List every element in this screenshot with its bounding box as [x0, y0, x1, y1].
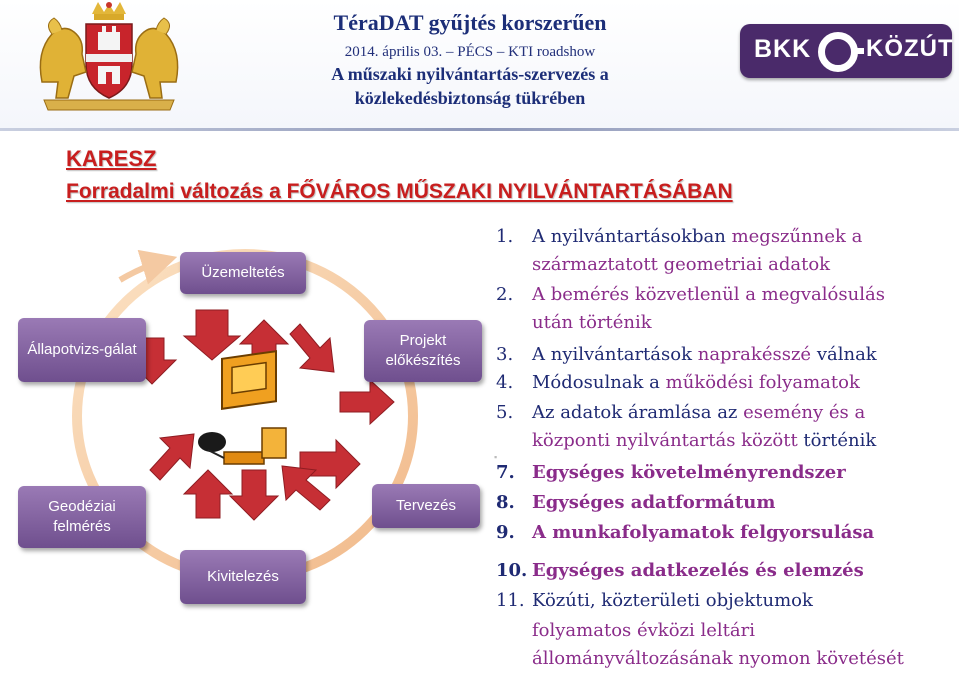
- list-item-line: 9.A munkafolyamatok felgyorsulása: [496, 522, 874, 543]
- list-item-text: A nyilvántartásokban: [532, 226, 732, 247]
- list-item-text: Egységes adatformátum: [532, 492, 775, 513]
- computer-icon: [198, 351, 286, 464]
- list-item-line: folyamatos évközi leltári: [496, 620, 755, 641]
- list-item-number: 1.: [496, 226, 532, 247]
- list-item-line: 4.Módosulnak a működési folyamatok: [496, 372, 860, 393]
- list-item-text: Egységes követelményrendszer: [532, 462, 846, 483]
- list-item-text: származtatott geometriai adatok: [532, 254, 830, 275]
- logo-text-bkk: BKK: [754, 35, 811, 64]
- arrow-down-bottom-icon: [230, 470, 278, 520]
- header-title: TéraDAT gyűjtés korszerűen: [240, 10, 700, 36]
- stage-label: Tervezés: [396, 496, 456, 516]
- red-arrows-group: [128, 310, 394, 520]
- list-item-text: A nyilvántartások: [532, 344, 698, 365]
- list-item-number: 3.: [496, 344, 532, 365]
- list-item-line: 1.A nyilvántartásokban megszűnnek a: [496, 226, 862, 247]
- list-item-line: után történik: [496, 312, 652, 333]
- list-item-text: történik: [798, 430, 877, 451]
- stage-box-tervezes: Tervezés: [372, 484, 480, 528]
- list-item-line: 11.Közúti, közterületi objektumok: [496, 590, 813, 611]
- list-item-line: 10.Egységes adatkezelés és elemzés: [496, 560, 864, 581]
- stage-box-uzemeltetes: Üzemeltetés: [180, 252, 306, 294]
- list-item-number: 10.: [496, 560, 532, 581]
- stage-label: Állapotvizs-gálat: [27, 340, 137, 360]
- list-item-text: válnak: [811, 344, 877, 365]
- list-item-text: folyamatos évközi leltári: [532, 620, 755, 641]
- stage-label: Üzemeltetés: [201, 263, 284, 283]
- list-item-line: származtatott geometriai adatok: [496, 254, 830, 275]
- header-subtitle-line-2: közlekedésbiztonság tükrében: [240, 88, 700, 109]
- logo-dash: [856, 48, 864, 54]
- stray-mark: ▪: [494, 452, 497, 462]
- list-item-number: 9.: [496, 522, 532, 543]
- stage-box-allapotvizsgalat: Állapotvizs-gálat: [18, 318, 146, 382]
- arrow-right-lower-icon: [300, 440, 360, 488]
- list-item-line: állományváltozásának nyomon követését: [496, 648, 904, 669]
- list-item-number: 2.: [496, 284, 532, 305]
- bkk-kozut-logo: BKK KÖZÚT: [740, 24, 952, 78]
- list-item-text: Közúti, közterületi objektumok: [532, 590, 813, 611]
- list-item-number: 5.: [496, 402, 532, 423]
- list-item-line: központi nyilvántartás között történik: [496, 430, 876, 451]
- logo-ring-icon: [818, 32, 858, 72]
- list-item-text: működési folyamatok: [666, 372, 860, 393]
- list-item-text: után történik: [532, 312, 652, 333]
- list-item-line: 5.Az adatok áramlása az esemény és a: [496, 402, 865, 423]
- list-item-text: naprakésszé: [698, 344, 811, 365]
- stage-label: Geodéziai felmérés: [32, 497, 132, 537]
- arrow-up-bottom-icon: [184, 470, 232, 518]
- list-item-line: 2.A bemérés közvetlenül a megvalósulás: [496, 284, 885, 305]
- arrow-down-icon: [184, 310, 240, 360]
- list-item-text: Az adatok áramlása az: [532, 402, 743, 423]
- header-subtitle-line-1: A műszaki nyilvántartás-szervezés a: [240, 64, 700, 85]
- arrow-up-left-icon: [150, 434, 194, 480]
- list-item-line: 7.Egységes követelményrendszer: [496, 462, 846, 483]
- stage-box-geodeziai-felmeres: Geodéziai felmérés: [18, 486, 146, 548]
- arrow-right-icon: [340, 380, 394, 424]
- arrow-up-right-icon: [290, 324, 334, 372]
- list-item-text: A bemérés közvetlenül a megvalósulás: [532, 284, 885, 305]
- list-item-number: 7.: [496, 462, 532, 483]
- slide-karesz-label: KARESZ: [66, 146, 156, 172]
- stage-label: Projekt előkészítés: [373, 331, 473, 371]
- list-item-text: Módosulnak a: [532, 372, 666, 393]
- header-date-line: 2014. április 03. – PÉCS – KTI roadshow: [240, 44, 700, 61]
- list-item-text: esemény és a: [743, 402, 865, 423]
- slide-headline: Forradalmi változás a FŐVÁROS MŰSZAKI NY…: [66, 180, 733, 204]
- list-item-number: 4.: [496, 372, 532, 393]
- logo-text-kozut: KÖZÚT: [866, 35, 954, 63]
- list-item-number: 8.: [496, 492, 532, 513]
- list-item-number: 11.: [496, 590, 532, 611]
- header-divider: [0, 128, 959, 131]
- list-item-text: központi nyilvántartás között: [532, 430, 798, 451]
- list-item-text: A munkafolyamatok felgyorsulása: [532, 522, 874, 543]
- budapest-coat-of-arms-icon: [34, 2, 184, 114]
- list-item-text: állományváltozásának nyomon követését: [532, 648, 904, 669]
- stage-box-projekt-elokeszites: Projekt előkészítés: [364, 320, 482, 382]
- list-item-line: 8.Egységes adatformátum: [496, 492, 775, 513]
- stage-label: Kivitelezés: [207, 567, 279, 587]
- stage-box-kivitelezes: Kivitelezés: [180, 550, 306, 604]
- process-cycle-diagram: Üzemeltetés Projekt előkészítés Tervezés…: [0, 220, 490, 610]
- list-item-text: Egységes adatkezelés és elemzés: [532, 560, 864, 581]
- list-item-text: megszűnnek a: [732, 226, 863, 247]
- list-item-line: 3.A nyilvántartások naprakésszé válnak: [496, 344, 877, 365]
